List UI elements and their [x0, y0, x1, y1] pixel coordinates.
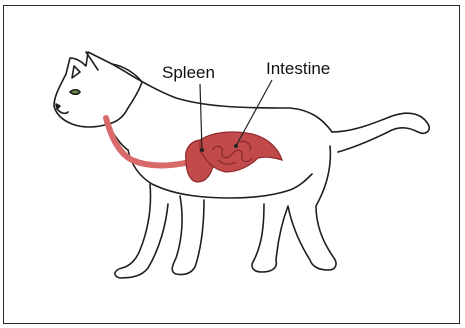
- spleen-label: Spleen: [162, 63, 215, 82]
- cat-front-leg: [115, 184, 168, 278]
- cat-hind-leg: [252, 146, 336, 272]
- spleen-leader-dot: [200, 148, 204, 152]
- cat-tail: [332, 113, 429, 152]
- cat-nose: [56, 104, 60, 109]
- cat-head: [54, 52, 142, 127]
- cat-inner-ear: [72, 66, 80, 78]
- intestine-leader-dot: [234, 144, 238, 148]
- cat-eye: [70, 90, 80, 95]
- cat-front-leg-2: [172, 196, 204, 275]
- organ-group: [186, 132, 282, 182]
- cat-mouth: [58, 110, 68, 113]
- intestine-label: Intestine: [266, 59, 330, 78]
